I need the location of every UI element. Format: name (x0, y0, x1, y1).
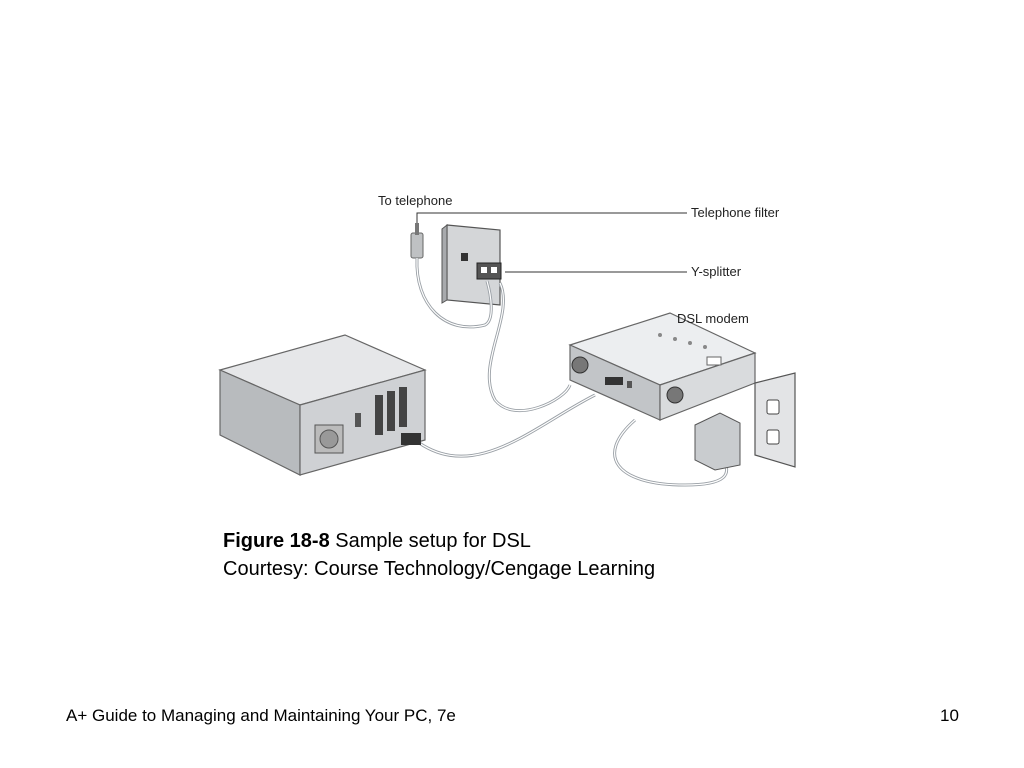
label-y-splitter: Y-splitter (691, 264, 742, 279)
wall-outlet (754, 372, 796, 468)
dsl-setup-diagram: To telephone Telephone filter Y-splitter… (218, 193, 796, 487)
footer-book-title: A+ Guide to Managing and Maintaining You… (66, 706, 456, 725)
figure-title: Sample setup for DSL (329, 530, 531, 552)
label-to-telephone: To telephone (378, 193, 452, 208)
label-telephone-filter: Telephone filter (691, 205, 780, 220)
y-splitter (461, 253, 502, 280)
power-adapter (694, 412, 741, 471)
figure-caption: Figure 18-8 Sample setup for DSL Courtes… (223, 527, 655, 583)
caption-line-1: Figure 18-8 Sample setup for DSL (223, 527, 655, 555)
figure-credit: Courtesy: Course Technology/Cengage Lear… (223, 558, 656, 580)
page-number: 10 (940, 706, 959, 725)
telephone-filter (410, 223, 424, 259)
figure-number: Figure 18-8 (223, 530, 330, 552)
label-dsl-modem: DSL modem (677, 311, 749, 326)
dsl-modem (568, 312, 757, 421)
callout-lines (416, 212, 687, 273)
desktop-computer (218, 334, 427, 476)
